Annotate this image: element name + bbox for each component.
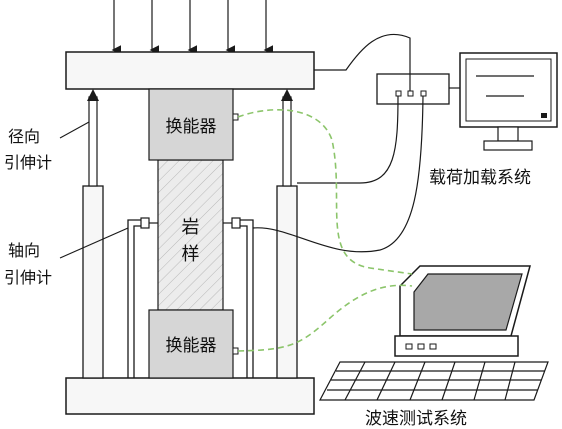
axial-leader-line (59, 227, 129, 259)
rod-tip-right (281, 89, 293, 101)
control-box (376, 73, 450, 105)
signal-cable-bottom (237, 284, 413, 352)
keyboard (319, 361, 549, 401)
axial-frame-left (127, 219, 143, 378)
axial-extensometer-label-1: 轴向 (8, 241, 40, 260)
monitor-screen (465, 58, 552, 122)
control-port (407, 90, 414, 97)
axial-frame-right (238, 219, 254, 378)
monitor-neck (497, 126, 519, 142)
right-column (276, 185, 298, 379)
transducer-top-port (232, 113, 239, 121)
laptop-base (394, 335, 519, 357)
radial-extensometer-label-2: 引伸计 (4, 153, 52, 172)
transducer-bottom (148, 309, 234, 379)
wave-velocity-laptop (394, 265, 531, 357)
top-platen (65, 51, 315, 90)
transducer-top-label: 换能器 (166, 117, 217, 137)
radial-extensometer-label-1: 径向 (8, 127, 40, 146)
cable-radial-to-control (297, 95, 399, 184)
transducer-top (148, 88, 234, 161)
axial-clip-left (140, 217, 150, 229)
left-column (82, 185, 104, 379)
laptop-screen (413, 273, 523, 331)
rod-tip-left (87, 89, 99, 101)
radial-extensometer-rod-left (88, 96, 98, 187)
transducer-bottom-port (232, 347, 239, 355)
wave-velocity-system-label: 波速测试系统 (365, 409, 467, 429)
control-port (420, 90, 427, 97)
signal-cable-top (237, 109, 413, 275)
load-arrows (111, 0, 274, 55)
control-port (395, 90, 402, 97)
axial-clip-right (231, 217, 241, 229)
specimen-label-2: 样 (182, 244, 200, 265)
transducer-bottom-label: 换能器 (166, 336, 217, 356)
power-led (541, 113, 547, 118)
cable-platen-to-control (314, 33, 411, 91)
specimen-label-1: 岩 (182, 217, 200, 238)
monitor-base (483, 140, 533, 151)
loading-system-computer (459, 52, 558, 151)
loading-system-label: 载荷加载系统 (429, 168, 531, 188)
cable-axial-to-control (252, 95, 424, 253)
bottom-platen (65, 377, 315, 415)
axial-extensometer-label-2: 引伸计 (4, 268, 52, 287)
radial-leader-line (59, 121, 90, 139)
